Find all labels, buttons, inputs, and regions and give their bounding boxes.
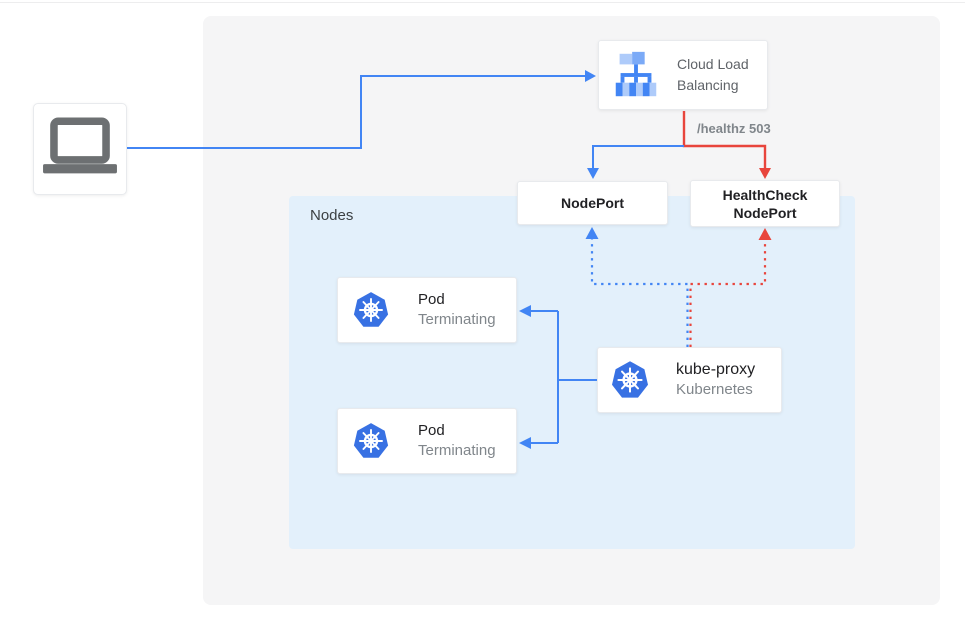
cloud-load-balancing-node: Cloud Load Balancing xyxy=(598,40,768,110)
healthz-503-edge-label: /healthz 503 xyxy=(697,121,771,136)
pod-status: Terminating xyxy=(418,442,496,459)
kube-proxy-node: kube-proxy Kubernetes xyxy=(597,347,782,413)
nodeport-label: NodePort xyxy=(561,195,624,211)
cloud-load-balancing-icon xyxy=(615,51,657,97)
nodes-group-label: Nodes xyxy=(310,207,354,224)
pod-terminating-node-1: Pod Terminating xyxy=(337,277,517,343)
kube-proxy-subtitle: Kubernetes xyxy=(676,381,753,398)
pod-title: Pod xyxy=(418,291,445,308)
kube-proxy-title: kube-proxy xyxy=(676,361,756,378)
laptop-icon xyxy=(43,117,117,174)
healthcheck-nodeport-label: HealthCheck NodePort xyxy=(722,186,808,221)
kubernetes-icon xyxy=(353,292,389,327)
client-node xyxy=(33,103,127,195)
kubernetes-icon xyxy=(353,423,389,458)
healthcheck-nodeport-node: HealthCheck NodePort xyxy=(690,180,840,227)
pod-title: Pod xyxy=(418,422,445,439)
nodeport-node: NodePort xyxy=(517,181,668,225)
cloud-load-balancing-label: Cloud Load Balancing xyxy=(677,56,749,93)
pod-terminating-node-2: Pod Terminating xyxy=(337,408,517,474)
kubernetes-icon xyxy=(612,361,648,398)
top-divider xyxy=(0,2,965,3)
pod-status: Terminating xyxy=(418,311,496,328)
